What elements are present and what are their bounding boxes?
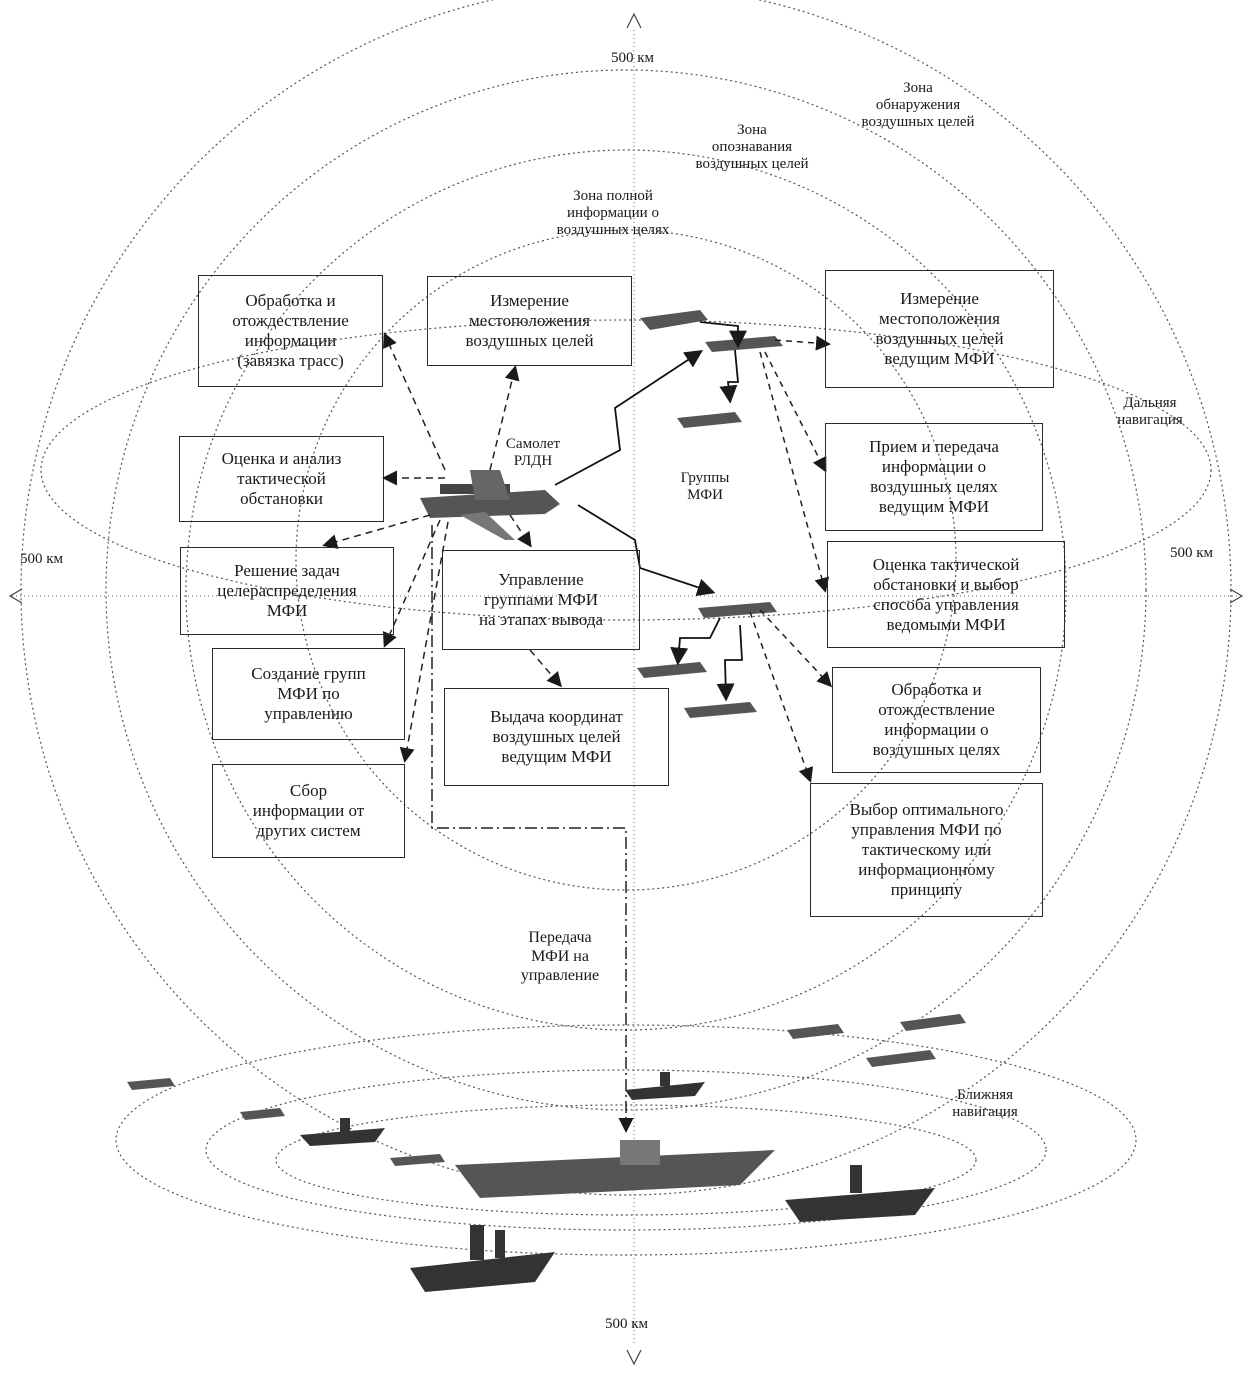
zone-label-identification: Зона опознавания воздушных целей <box>695 122 809 172</box>
label-fighter-groups: Группы МФИ <box>680 470 730 503</box>
arrow-to-r2 <box>764 351 827 473</box>
arrow-to-r1 <box>774 335 831 351</box>
box-wingman-control: Оценка тактической обстановки и выбор сп… <box>827 541 1065 648</box>
box-group-creation: Создание групп МФИ по управлению <box>212 648 405 740</box>
box-tactical-assessment: Оценка и анализ тактической обстановки <box>179 436 384 522</box>
label-handover: Передача МФИ на управление <box>520 929 600 984</box>
arrow-to-groups-create <box>382 519 441 648</box>
link-upper-sub2 <box>719 349 739 404</box>
box-leader-exchange: Прием и передача информации о воздушных … <box>825 423 1043 531</box>
axis-arrow-right <box>1229 588 1244 604</box>
arrow-to-r4 <box>759 609 833 688</box>
link-to-lower-group <box>577 504 716 596</box>
axis-label-right: 500 км <box>1170 545 1214 561</box>
link-lower-sub2 <box>716 624 743 702</box>
near-navigation-ellipse-mid <box>205 1069 1047 1231</box>
label-far-navigation: Дальняя навигация <box>1117 395 1183 428</box>
awacs-aircraft-icon <box>420 470 560 540</box>
box-target-allocation: Решение задач целераспределения МФИ <box>180 547 394 635</box>
handover-path <box>431 525 634 1133</box>
arrow-to-issue <box>529 649 562 688</box>
box-group-control: Управление группами МФИ на этапах вывода <box>442 550 640 650</box>
axis-arrow-bottom <box>626 1349 642 1366</box>
box-target-measurement: Измерение местоположения воздушных целей <box>427 276 632 366</box>
arrow-to-r3 <box>759 351 830 593</box>
axis-arrow-left <box>8 588 23 604</box>
label-near-navigation: Ближняя навигация <box>952 1087 1018 1120</box>
carrier-icon <box>455 1150 775 1198</box>
zone-label-full-info: Зона полной информации о воздушных целях <box>556 188 670 238</box>
axis-arrow-top <box>626 12 642 29</box>
link-lower-sub1 <box>670 617 721 666</box>
link-upper-sub1 <box>699 321 747 349</box>
near-navigation-ellipse-outer <box>115 1024 1137 1256</box>
axis-label-bottom: 500 км <box>605 1316 649 1332</box>
box-leader-measurement: Измерение местоположения воздушных целей… <box>825 270 1054 388</box>
arrow-to-processing <box>383 332 446 471</box>
box-target-identification: Обработка и отождествление информации о … <box>832 667 1041 773</box>
label-awacs: Самолет РЛДН <box>505 436 561 469</box>
axis-label-top: 500 км <box>611 50 655 66</box>
arrow-to-collection <box>399 521 449 763</box>
box-optimal-control: Выбор оптимального управления МФИ по так… <box>810 783 1043 917</box>
arrow-to-measurement <box>489 365 520 471</box>
far-navigation-ellipse <box>40 319 1212 621</box>
zone-circle-full-info <box>295 229 957 891</box>
arrow-to-allocation <box>322 514 431 549</box>
axis-label-left: 500 км <box>20 551 64 567</box>
link-to-upper-group <box>554 350 704 486</box>
box-processing-tracks: Обработка и отождествление информации (з… <box>198 275 383 387</box>
box-coordinate-issue: Выдача координат воздушных целей ведущим… <box>444 688 669 786</box>
box-info-collection: Сбор информации от других систем <box>212 764 405 858</box>
arrow-to-control <box>509 514 532 548</box>
arrow-to-r5 <box>749 611 814 783</box>
zone-label-detection: Зона обнаружения воздушных целей <box>861 80 975 130</box>
ship-icons <box>300 1072 935 1292</box>
